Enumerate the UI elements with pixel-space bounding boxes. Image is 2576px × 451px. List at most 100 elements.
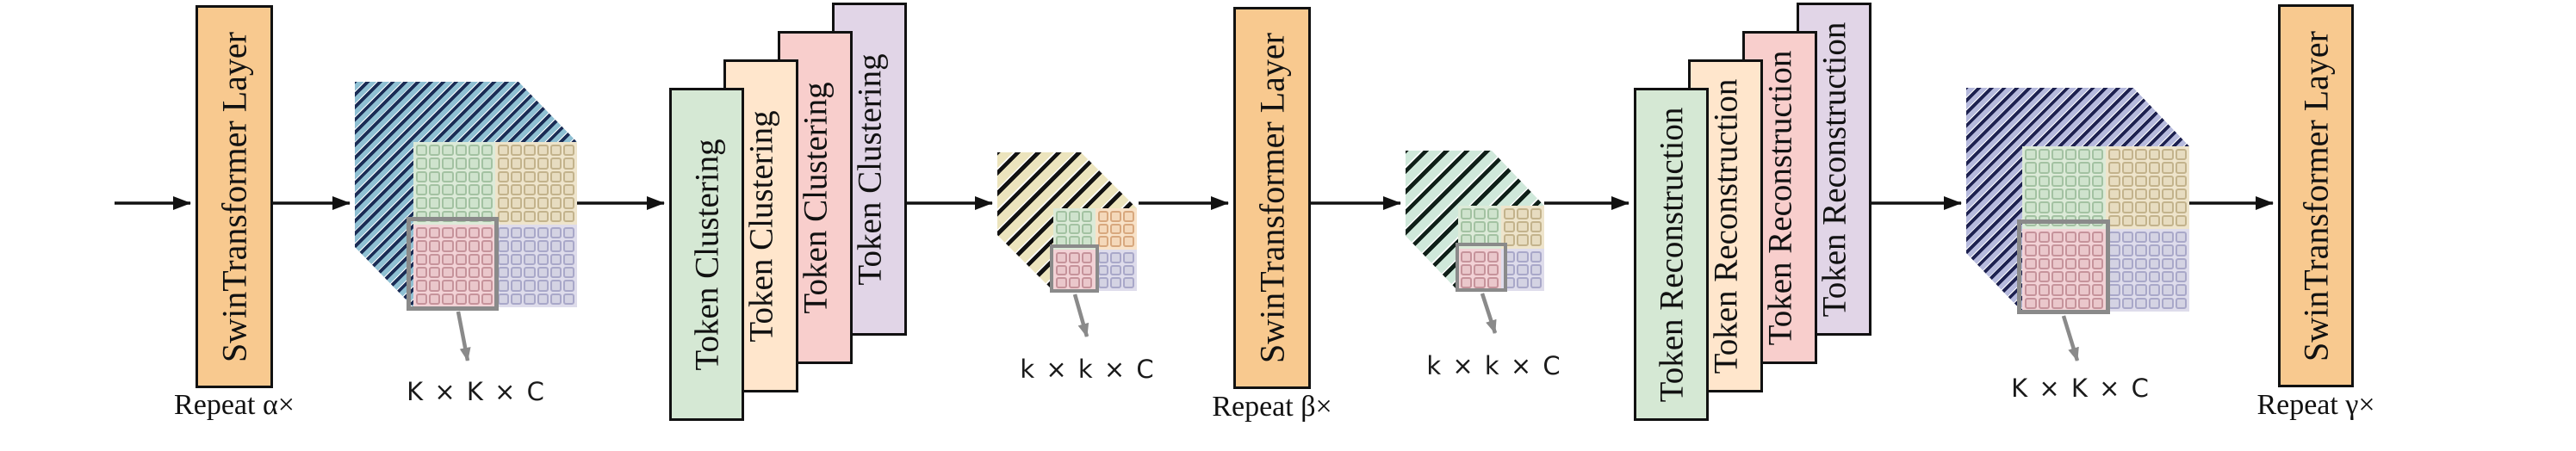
token-cell: [2091, 244, 2103, 256]
token-cell: [416, 145, 428, 157]
token-cell: [455, 266, 467, 279]
token-reconstruction-label: Token Reconstruction: [1761, 50, 1798, 345]
token-cell: [2162, 214, 2174, 226]
token-cell: [1461, 208, 1473, 220]
token-cell: [537, 240, 549, 252]
tensor-front-face: [1458, 206, 1544, 291]
token-cell: [2162, 257, 2174, 269]
token-cell: [1068, 223, 1080, 235]
token-cell: [549, 280, 562, 292]
token-cell: [537, 170, 549, 182]
token-cell: [1097, 236, 1109, 247]
token-cell: [2162, 284, 2174, 296]
token-cell: [1530, 221, 1542, 233]
tensor-quadrant-pink: [1458, 248, 1501, 291]
token-cell: [2148, 244, 2160, 256]
token-cell: [481, 240, 493, 252]
token-cell: [468, 158, 480, 170]
token-cell: [498, 183, 510, 196]
token-cell: [562, 293, 574, 305]
token-cell: [2108, 175, 2120, 187]
token-cell: [416, 158, 428, 170]
token-cell: [2108, 149, 2120, 161]
token-cell: [2038, 188, 2050, 201]
token-cell: [1461, 221, 1473, 233]
swin-transformer-block-3: SwinTransformer Layer: [2278, 4, 2354, 387]
tensor-quadrant-lavender: [2106, 229, 2189, 312]
token-cell: [2148, 257, 2160, 269]
token-cell: [416, 266, 428, 279]
token-cell: [429, 145, 441, 157]
token-cell: [1081, 211, 1093, 222]
token-cell: [2121, 162, 2133, 174]
token-cell: [2038, 297, 2050, 309]
token-cell: [455, 227, 467, 239]
token-cell: [429, 293, 441, 305]
token-cell: [498, 253, 510, 265]
token-cell: [2135, 284, 2147, 296]
token-cell: [1081, 277, 1093, 288]
token-clustering-label: Token Clustering: [797, 81, 834, 314]
token-cell: [2121, 188, 2133, 201]
token-cell: [2051, 297, 2064, 309]
annotation-arrow-tensor4: [2061, 315, 2080, 361]
token-cell: [549, 210, 562, 222]
token-cell: [1110, 277, 1122, 288]
token-cell: [1068, 277, 1080, 288]
token-cell: [2038, 175, 2050, 187]
token-cell: [2038, 232, 2050, 244]
token-cell: [2051, 162, 2064, 174]
tensor-quadrant-pink: [1053, 250, 1096, 291]
token-cell: [2135, 257, 2147, 269]
token-cell: [2038, 149, 2050, 161]
token-cell: [524, 280, 536, 292]
token-cell: [498, 158, 510, 170]
token-cell: [562, 197, 574, 209]
token-cell: [442, 183, 454, 196]
token-cell: [455, 293, 467, 305]
token-cell: [549, 240, 562, 252]
token-cell: [2175, 201, 2187, 213]
tensor-quadrant-tan: [495, 142, 577, 225]
token-cell: [562, 170, 574, 182]
token-cell: [1110, 211, 1122, 222]
token-cell: [481, 293, 493, 305]
token-cell: [511, 293, 523, 305]
token-cell: [2121, 232, 2133, 244]
token-cell: [1487, 263, 1499, 275]
token-cell: [511, 240, 523, 252]
token-cell: [2162, 162, 2174, 174]
token-cell: [498, 170, 510, 182]
token-cell: [537, 183, 549, 196]
tensor-dims-label: K × K × C: [407, 377, 546, 406]
token-cell: [455, 253, 467, 265]
token-cell: [442, 240, 454, 252]
swin-transformer-label: SwinTransformer Layer: [1252, 32, 1292, 364]
token-cell: [1123, 236, 1134, 247]
token-cell: [455, 145, 467, 157]
token-cell: [2078, 270, 2090, 283]
token-cell: [2121, 270, 2133, 283]
token-cell: [1081, 252, 1093, 263]
token-cell: [1123, 223, 1134, 235]
token-cell: [1123, 264, 1134, 276]
token-cell: [2025, 162, 2037, 174]
token-cell: [1517, 221, 1529, 233]
token-cell: [498, 197, 510, 209]
token-cell: [2051, 175, 2064, 187]
token-cell: [2078, 297, 2090, 309]
token-cell: [1487, 250, 1499, 263]
token-cell: [524, 183, 536, 196]
token-cell: [455, 240, 467, 252]
token-cell: [2051, 270, 2064, 283]
token-cell: [537, 210, 549, 222]
token-cell: [1474, 276, 1486, 288]
token-cell: [1110, 223, 1122, 235]
token-cell: [1110, 252, 1122, 263]
token-cell: [1517, 263, 1529, 275]
token-clustering-label: Token Clustering: [742, 109, 779, 343]
token-cell: [1123, 277, 1134, 288]
token-cell: [1461, 263, 1473, 275]
token-cell: [2162, 188, 2174, 201]
clustered-tensor-1: [997, 152, 1137, 293]
